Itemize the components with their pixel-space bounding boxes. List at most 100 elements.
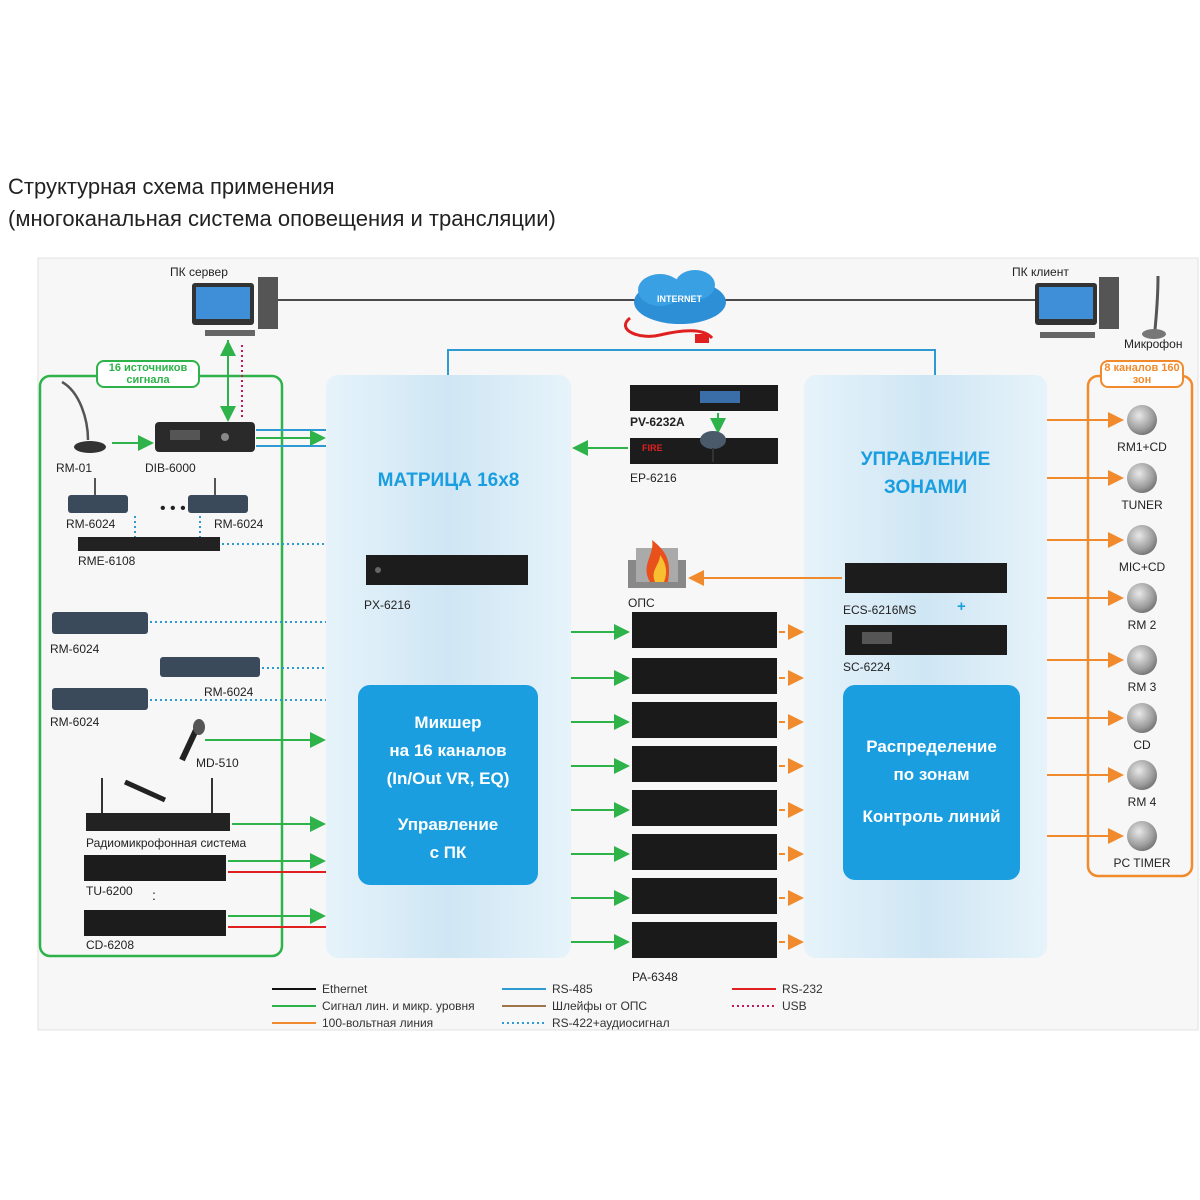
legend-ops-loops-line <box>502 1005 546 1007</box>
outputs-count-tag: 8 каналов 160 зон <box>1100 360 1184 388</box>
svg-text:• • •: • • • <box>160 500 186 517</box>
legend-usb-line <box>732 1005 776 1007</box>
paging-mic-icon <box>700 431 726 462</box>
pa6348-amplifier-icon <box>632 790 777 826</box>
pv6232a-label: PV-6232A <box>630 415 685 429</box>
output-label: PC TIMER <box>1113 856 1171 870</box>
output-label: RM 3 <box>1127 680 1157 694</box>
legend-ethernet: Ethernet <box>322 982 368 996</box>
legend-rs485: RS-485 <box>552 982 593 996</box>
distribution-line2: по зонам <box>893 765 970 784</box>
legend-rs422-line <box>502 1022 546 1024</box>
output-label: RM 2 <box>1127 618 1157 632</box>
rm01-label: RM-01 <box>56 461 93 475</box>
speaker-icon <box>1127 463 1157 493</box>
speaker-icon <box>1127 703 1157 733</box>
pa6348-amplifier-icon <box>632 746 777 782</box>
rm6024-label-d: RM-6024 <box>204 685 254 699</box>
distribution-line1: Распределение <box>866 737 997 756</box>
sc6224-label: SC-6224 <box>843 660 891 674</box>
rm6024-console-icon-b <box>188 478 248 513</box>
pc-control-line2: с ПК <box>429 843 467 862</box>
md510-handheld-mic-icon <box>179 719 205 762</box>
pc-client-label: ПК клиент <box>1012 265 1069 279</box>
cd6208-label: CD-6208 <box>86 938 135 952</box>
legend-ops-loops: Шлейфы от ОПС <box>552 999 648 1013</box>
rm01-microphone-icon <box>61 380 106 453</box>
legend-ethernet-line <box>272 988 316 990</box>
legend-rs232: RS-232 <box>782 982 823 996</box>
pa6348-amplifier-icon <box>632 702 777 738</box>
pc-control-line1: Управление <box>397 815 499 834</box>
legend-line-signal-line <box>272 1005 316 1007</box>
legend-usb: USB <box>782 999 807 1013</box>
speaker-icon <box>1127 645 1157 675</box>
pc-client-icon <box>1035 277 1119 338</box>
px6216-rack-icon <box>366 555 528 585</box>
svg-text::: : <box>152 887 156 903</box>
fire-display-text: FIRE <box>642 443 663 453</box>
radio-microphone-system-icon <box>86 778 230 831</box>
sources-count-tag: 16 источников сигнала <box>96 360 200 388</box>
px6216-label: PX-6216 <box>364 598 411 612</box>
rm6024-console-icon-d <box>160 657 260 677</box>
zones-title-line1: УПРАВЛЕНИЕ <box>860 449 991 470</box>
ecs6216ms-label: ECS-6216MS <box>843 603 917 617</box>
microphone-label: Микрофон <box>1124 337 1183 351</box>
pa6348-amplifier-icon <box>632 612 777 648</box>
speaker-icon <box>1127 405 1157 435</box>
tu6200-rack-icon <box>84 855 226 881</box>
internet-label: INTERNET <box>657 294 702 304</box>
speaker-icon <box>1127 760 1157 790</box>
output-label: CD <box>1133 738 1151 752</box>
rm6024-console-icon-e <box>52 688 148 710</box>
desk-microphone-icon <box>1142 275 1166 339</box>
cd6208-rack-icon <box>84 910 226 936</box>
mixer-line3: (In/Out VR, EQ) <box>386 769 510 788</box>
legend-100v: 100-вольтная линия <box>322 1016 434 1030</box>
pa6348-amplifier-icon <box>632 922 777 958</box>
speaker-icon <box>1127 821 1157 851</box>
page-title-line2: (многоканальная система оповещения и тра… <box>8 206 556 231</box>
pc-server-label: ПК сервер <box>170 265 228 279</box>
rm6024-label-a: RM-6024 <box>66 517 116 531</box>
mixer-line2: на 16 каналов <box>389 741 507 760</box>
legend-100v-line <box>272 1022 316 1024</box>
rm6024-label-e: RM-6024 <box>50 715 100 729</box>
output-label: RM1+CD <box>1117 440 1167 454</box>
radio-system-label: Радиомикрофонная система <box>86 836 247 850</box>
pc-server-icon <box>192 277 278 336</box>
zones-title-line2: ЗОНАМИ <box>883 477 968 498</box>
rm6024-label-b: RM-6024 <box>214 517 264 531</box>
ops-fire-panel-icon <box>628 540 686 588</box>
speaker-icon <box>1127 583 1157 613</box>
rme6108-rack-icon <box>78 537 220 551</box>
md510-label: MD-510 <box>196 756 239 770</box>
ep6216-label: EP-6216 <box>630 471 677 485</box>
output-label: MIC+CD <box>1118 560 1166 574</box>
rme6108-label: RME-6108 <box>78 554 136 568</box>
legend-line-signal: Сигнал лин. и микр. уровня <box>322 999 475 1013</box>
pa6348-label: PA-6348 <box>632 970 678 984</box>
legend-rs422: RS-422+аудиосигнал <box>552 1016 670 1030</box>
pa6348-amplifier-icon <box>632 658 777 694</box>
rm6024-console-icon-a <box>68 478 128 513</box>
distribution-box <box>843 685 1020 880</box>
output-label: TUNER <box>1121 498 1163 512</box>
matrix-title: МАТРИЦА 16х8 <box>377 470 520 491</box>
page-title-line1: Структурная схема применения <box>8 174 335 199</box>
tu6200-label: TU-6200 <box>86 884 133 898</box>
output-label: RM 4 <box>1127 795 1157 809</box>
pa6348-amplifier-icon <box>632 834 777 870</box>
ops-label: ОПС <box>628 596 655 610</box>
legend-rs232-line <box>732 988 776 990</box>
mixer-line1: Микшер <box>414 713 482 732</box>
ecs6216ms-rack-icon <box>845 563 1007 593</box>
dib6000-device-icon <box>155 422 255 452</box>
internet-cloud-icon <box>623 270 726 343</box>
speaker-icon <box>1127 525 1157 555</box>
mixer-box <box>358 685 538 885</box>
rm6024-console-icon-c <box>52 612 148 634</box>
legend-rs485-line <box>502 988 546 990</box>
